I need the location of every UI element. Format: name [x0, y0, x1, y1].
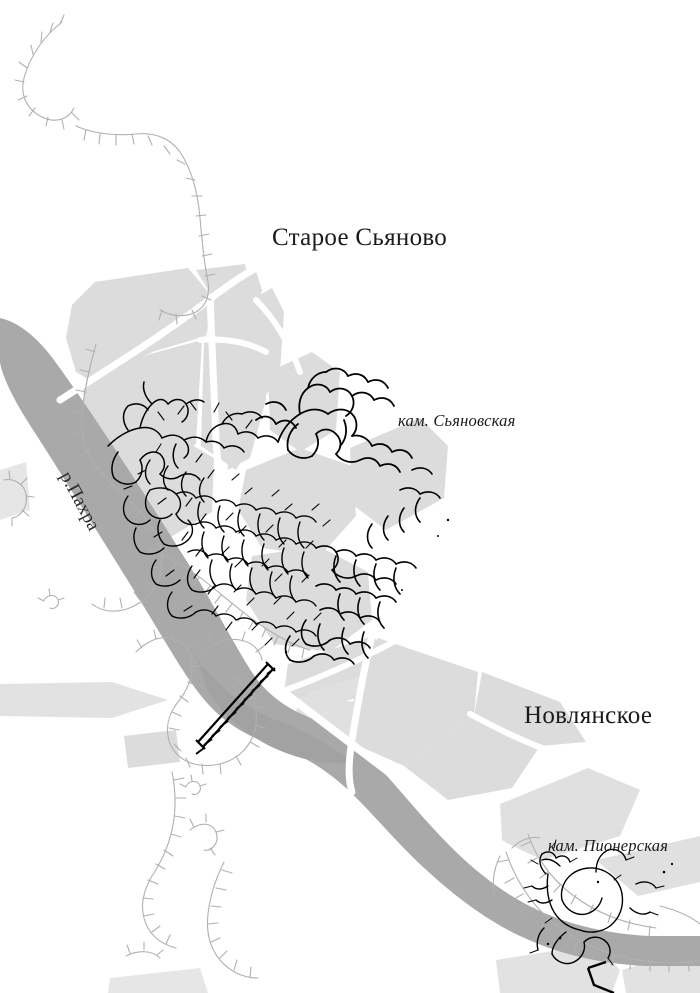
cave-fine-twigs [123, 401, 331, 647]
field-block-novlyanskoe-thin [308, 676, 364, 712]
hachure-line-tl-5 [205, 638, 263, 661]
hachure-line-bl-4 [125, 951, 161, 959]
road-east-branch [253, 297, 303, 375]
hachure-line-se-bank [505, 851, 700, 964]
road-novlyanskoe-cross [345, 632, 376, 796]
hachure-ticks-tl-5 [207, 629, 265, 653]
road-north-diagonal [56, 258, 274, 404]
pion-twigs [523, 839, 665, 966]
field-band-lower-left [0, 682, 168, 718]
field-block-east-mid [350, 418, 448, 530]
road-novlyanskoe-lower [467, 711, 557, 755]
field-patch-cave-south [246, 546, 372, 652]
hachure-line-tl-1 [22, 21, 75, 121]
dam-hachure-ticks [195, 667, 276, 755]
structure-bottom-right [586, 967, 615, 993]
field-block-north-west [66, 268, 215, 383]
road-novlyanskoe-upper [283, 633, 407, 693]
field-patch-cave-center [238, 448, 356, 556]
hachure-ticks-small-left [8, 470, 35, 527]
hachure-line-se-far [659, 905, 700, 925]
stray-marks [284, 518, 450, 654]
hachure-ticks-bl-3 [207, 869, 252, 978]
hachure-line-se-bank-inner [527, 833, 657, 929]
hachure-ticks-tl-1 [14, 14, 80, 130]
hachure-line-bl-2 [189, 823, 218, 851]
cave-branch-se [284, 467, 441, 665]
field-block-novlyanskoe-b [350, 638, 478, 766]
cave-branch-nw [107, 381, 279, 485]
escarpment-hachures [3, 14, 700, 979]
hachure-ticks-tl-3 [72, 348, 162, 609]
cave-branch-ne [255, 367, 413, 473]
hachure-ticks-se-bank-inner [520, 841, 651, 937]
dam-embankment [195, 661, 276, 755]
field-block-novlyanskoe-c [404, 716, 540, 800]
hachure-line-tl-2 [75, 125, 210, 317]
hachure-ticks-bl-4 [126, 941, 164, 956]
hachure-ticks-tl-4 [136, 629, 267, 775]
structure-outline-bottom [586, 960, 615, 993]
road-novlyanskoe-main [264, 676, 542, 866]
cave-center-labyrinth [122, 459, 317, 637]
hachure-line-se-west [492, 855, 501, 895]
hachure-line-bl-1 [141, 771, 177, 949]
field-block-south-east-b [596, 836, 700, 896]
field-tile-west-river [0, 462, 30, 520]
field-tile-lower-center [124, 730, 180, 768]
field-block-south-east-a [500, 768, 640, 862]
pion-dots [546, 862, 674, 946]
road-mid-cross [197, 336, 269, 355]
hachure-line-se-upper [511, 836, 541, 849]
river-bend-shade [196, 656, 352, 764]
structure-bottom-right-2 [587, 960, 607, 970]
river-pahra [0, 318, 700, 966]
road-central-vertical [206, 294, 230, 490]
hachure-line-tl-3 [80, 343, 163, 612]
hachure-ticks-tl-2 [83, 129, 216, 325]
field-block-bottom-left [108, 968, 208, 993]
cave-syanovskaya [107, 367, 441, 665]
dam-main-line [197, 663, 269, 743]
field-block-mid-right [216, 292, 266, 470]
cave-pionerskaya [523, 839, 674, 966]
river-main-course [0, 318, 700, 966]
hachure-ticks-cave-south [147, 549, 305, 659]
roads [56, 258, 557, 866]
hachure-ticks-bl-2 [189, 813, 225, 856]
hachure-line-small-left [3, 479, 27, 519]
hachure-line-bl-3 [206, 861, 259, 979]
hachure-ticks-bl-1 [142, 777, 187, 945]
hachure-marks-scattered [37, 588, 207, 796]
